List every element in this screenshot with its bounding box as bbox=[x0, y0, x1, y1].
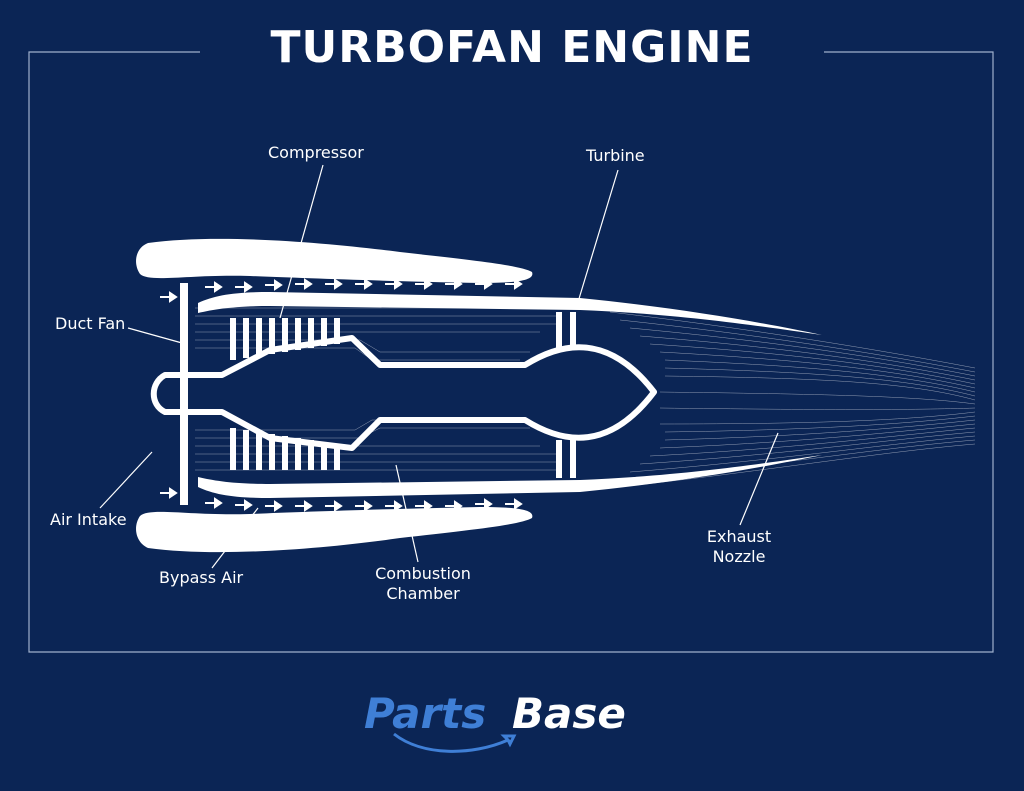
partsbase-logo: Parts Base bbox=[364, 690, 626, 753]
leader-lines bbox=[99, 164, 779, 569]
compressor-label: Compressor bbox=[268, 143, 364, 162]
logo-part2: Base bbox=[512, 690, 626, 738]
bypass-arrows bbox=[160, 278, 523, 512]
duct-fan-label: Duct Fan bbox=[55, 314, 126, 333]
lower-nacelle bbox=[136, 507, 533, 553]
compressor-leader bbox=[279, 164, 324, 319]
turbine-blades bbox=[556, 312, 576, 478]
logo-part1: Parts bbox=[364, 690, 486, 738]
air-intake-leader bbox=[99, 451, 153, 509]
bypass-air-label: Bypass Air bbox=[159, 568, 244, 587]
combustion-chamber-label: Combustion Chamber bbox=[375, 564, 471, 603]
upper-nacelle bbox=[136, 238, 533, 283]
core-flow-lines bbox=[195, 307, 560, 471]
logo-swoosh bbox=[393, 732, 517, 753]
exhaust-flow-lines bbox=[609, 311, 976, 489]
duct-fan-leader bbox=[127, 327, 183, 344]
engine-core bbox=[150, 335, 657, 451]
exhaust-leader bbox=[739, 432, 779, 526]
duct-fan bbox=[180, 283, 188, 505]
turbine-leader bbox=[577, 169, 619, 303]
bypass-air-leader bbox=[211, 507, 259, 569]
page-title: TURBOFAN ENGINE bbox=[270, 22, 754, 73]
frame-border bbox=[28, 51, 994, 653]
upper-core-casing bbox=[198, 292, 822, 335]
lower-core-casing bbox=[198, 455, 822, 498]
combustion-leader bbox=[395, 464, 419, 563]
exhaust-nozzle-label: Exhaust Nozzle bbox=[706, 527, 772, 566]
compressor-blades bbox=[230, 318, 340, 470]
turbine-label: Turbine bbox=[586, 146, 645, 165]
air-intake-label: Air Intake bbox=[50, 510, 127, 529]
